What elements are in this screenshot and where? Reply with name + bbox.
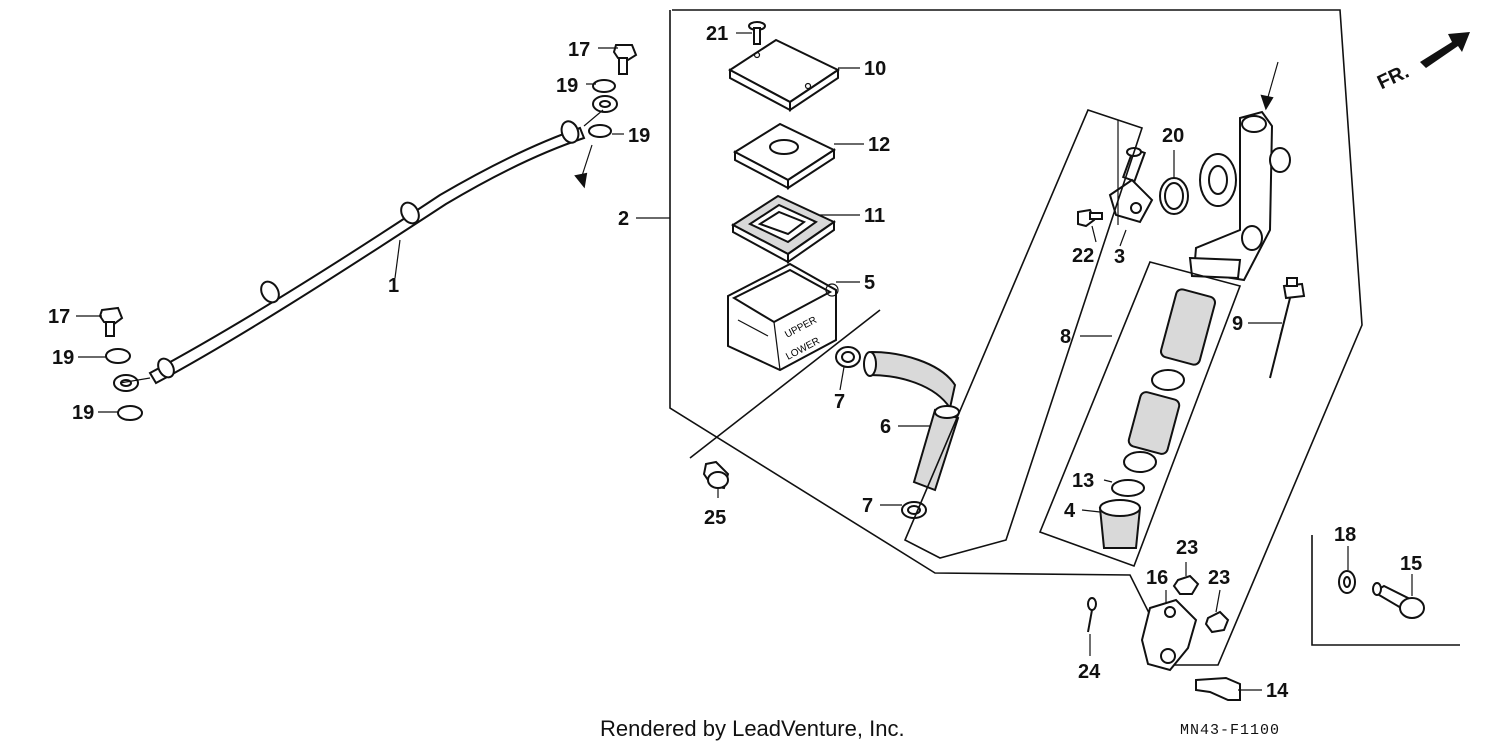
callout-22: 22 [1072,245,1094,267]
reservoir-cap-10 [728,38,841,112]
washer-19-a [592,79,616,93]
callout-7-lower: 7 [862,495,873,517]
boot-4 [1098,499,1142,549]
callout-17-left: 17 [48,306,70,328]
callout-11: 11 [864,205,885,227]
bleeder-screw-9 [1269,277,1306,379]
credit-text: Rendered by LeadVenture, Inc. [600,716,905,741]
callout-21: 21 [706,23,728,45]
callout-23-a: 23 [1176,537,1198,559]
callout-19-b: 19 [628,125,650,147]
callout-4: 4 [1064,500,1076,522]
washer-19-b [588,124,612,138]
diagram-code: MN43-F1100 [1180,722,1281,739]
screw-21 [748,21,766,45]
master-cylinder-body [1188,110,1291,282]
callout-9: 9 [1232,313,1243,335]
diaphragm-plate-12 [732,122,837,190]
callout-23-b: 23 [1208,567,1230,589]
washer-19-c [105,348,131,364]
callout-7-upper: 7 [834,391,845,413]
callout-10: 10 [864,58,886,80]
bolt-17-top [612,44,638,75]
callout-6: 6 [880,416,891,438]
reservoir-5: UPPER LOWER [727,262,839,372]
callout-16: 16 [1146,567,1168,589]
reservoir-hose-6 [863,350,960,492]
callout-20: 20 [1162,125,1184,147]
washer-19-d [117,405,143,421]
reservoir-group-outline [689,309,881,459]
callout-12: 12 [868,134,890,156]
nut-23-a [1172,574,1200,595]
diaphragm-11 [731,194,837,264]
leader-lines [76,32,1413,691]
callout-19-a: 19 [556,75,578,97]
callout-5: 5 [864,272,875,294]
bolt-25 [702,460,730,490]
hose-clip-7-lower [901,501,927,519]
bolt-22 [1077,208,1103,228]
brake-hose [113,95,618,392]
circlip-13 [1111,479,1145,497]
piston-kit-outline [1038,261,1242,568]
hose-clip-7-upper [835,346,861,368]
pin-15 [1372,582,1425,619]
callout-17-top: 17 [568,39,590,61]
callout-13: 13 [1072,470,1094,492]
callout-25: 25 [704,507,726,529]
hose-joint-3 [1108,120,1154,225]
side-box-outline [1311,535,1460,646]
callout-19-c: 19 [52,347,74,369]
callout-24: 24 [1078,661,1101,683]
callout-labels: 17 19 19 21 10 12 11 5 2 1 17 19 19 7 6 … [48,23,1422,702]
callout-3: 3 [1114,246,1125,268]
callout-15: 15 [1400,553,1422,575]
cotter-pin-24 [1087,597,1097,633]
callout-19-d: 19 [72,402,94,424]
front-arrow-icon: FR. [1374,32,1470,94]
nut-23-b [1204,610,1230,634]
callout-2: 2 [618,208,629,230]
callout-14: 14 [1266,680,1289,702]
pushrod-joint-16 [1140,598,1198,672]
callout-8: 8 [1060,326,1071,348]
callout-18: 18 [1334,524,1356,546]
front-marker-text: FR. [1374,61,1412,95]
bolt-17-left [98,306,124,337]
callout-1: 1 [388,275,399,297]
pin-14 [1195,676,1241,701]
spring [1123,288,1217,473]
piston-kit-inner [903,109,1144,559]
